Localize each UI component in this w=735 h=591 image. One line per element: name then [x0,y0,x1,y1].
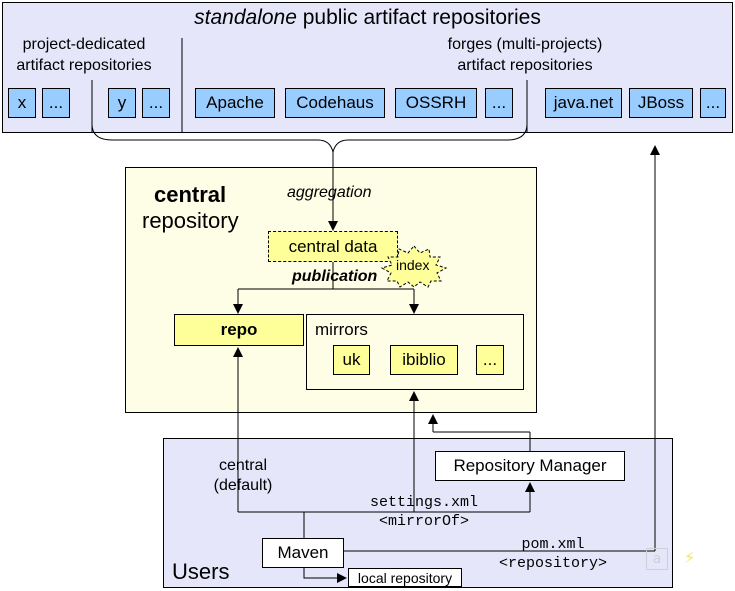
pom-line1: pom.xml [521,536,585,553]
repo-box-x: x [8,88,36,118]
maven-box: Maven [262,538,344,568]
project-dedicated-line1: project-dedicated [22,36,146,53]
public-repositories-title: standalone public artifact repositories [0,6,735,30]
lightning-icon: ⚡ [684,548,696,567]
aggregation-label: aggregation [287,184,372,201]
central-repository-title: central repository [142,182,239,234]
central-default-label: central (default) [198,456,288,496]
central-default-line2: (default) [213,477,273,494]
pom-xml-label: pom.xml <repository> [478,535,628,573]
forges-label: forges (multi-projects) artifact reposit… [390,34,660,76]
repo-box-codehaus: Codehaus [285,88,385,118]
repo-box-java-net: java.net [545,88,622,118]
repo-box-ellipsis-2: ... [142,88,170,118]
repo-box-apache: Apache [195,88,275,118]
repository-manager-box: Repository Manager [435,451,625,481]
local-repository-box: local repository [348,568,462,587]
title-rest: public artifact repositories [296,6,541,29]
pom-line2: <repository> [498,555,608,572]
central-title-bold: central [154,182,227,207]
repo-box-ossrh: OSSRH [395,88,477,118]
users-title: Users [172,559,230,584]
settings-xml-label: settings.xml <mirrorOf> [344,493,504,531]
index-label: index [396,257,430,273]
publication-label: publication [292,268,378,285]
settings-line1: settings.xml [369,494,479,511]
mirror-box-uk: uk [333,345,370,375]
central-data-box: central data [268,231,398,262]
project-dedicated-line2: artifact repositories [16,57,152,74]
repo-box-ellipsis-3: ... [485,88,513,118]
watermark-logo-icon: a [646,548,668,570]
aggregation-brace [91,123,528,153]
title-italic-word: standalone [194,6,297,29]
forges-line2: artifact repositories [457,57,593,74]
maven-to-local-arrow [303,568,347,583]
repo-box: repo [174,314,304,346]
repo-box-jboss: JBoss [629,88,693,118]
repo-box-ellipsis-1: ... [42,88,70,118]
project-dedicated-label: project-dedicated artifact repositories [0,34,168,76]
repo-box-y: y [108,88,136,118]
forges-line1: forges (multi-projects) [447,36,603,53]
settings-line2: <mirrorOf> [378,513,469,530]
repo-box-ellipsis-4: ... [700,88,726,118]
mirror-box-ellipsis: ... [476,345,504,375]
central-title-line2: repository [142,208,239,233]
mirror-box-ibiblio: ibiblio [390,345,458,375]
mirrors-label: mirrors [315,320,368,339]
central-default-line1: central [218,457,268,474]
index-starburst-icon [380,245,448,288]
